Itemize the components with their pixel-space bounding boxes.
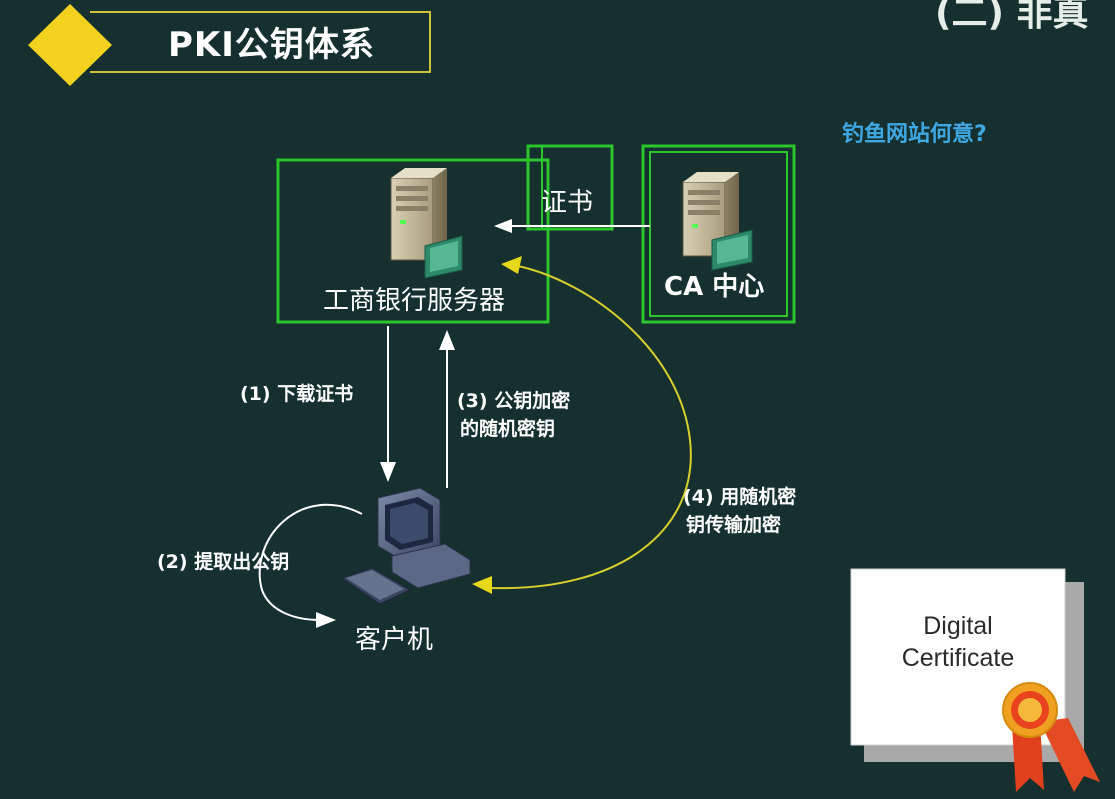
digital-certificate-line2: Certificate [901, 644, 1015, 672]
page-title: PKI公钥体系 [168, 25, 375, 65]
certificate-tag-frame [526, 144, 614, 231]
bank-server-label: 工商银行服务器 [323, 286, 506, 316]
title-banner [28, 4, 431, 86]
certificate-tag-label: 证书 [541, 188, 594, 218]
extract-public-key-loop-arrow [258, 503, 363, 628]
ca-server-icon [682, 172, 753, 271]
step-3-label-line2: 的随机密钥 [460, 418, 556, 440]
step-3-label-line1: (3) 公钥加密 [457, 390, 571, 412]
corner-heading-fragment: (二) 非真 [935, 0, 1089, 34]
digital-certificate-line1: Digital [923, 612, 993, 640]
step-2-label: (2) 提取出公钥 [157, 551, 290, 573]
ca-center-label: CA 中心 [664, 272, 765, 302]
client-label: 客户机 [355, 625, 434, 655]
bank-server-frame [276, 158, 550, 324]
encrypted-transfer-curve-arrow [472, 256, 692, 594]
step-1-label: (1) 下载证书 [240, 383, 354, 405]
digital-certificate-image [850, 568, 1100, 792]
certificate-ribbon-icon [1040, 718, 1100, 792]
phishing-question-note: 钓鱼网站何意? [842, 122, 987, 147]
download-certificate-arrow [380, 326, 396, 482]
step-4-label-line1: (4) 用随机密 [683, 486, 797, 508]
bank-server-icon [390, 168, 463, 279]
client-computer-icon [340, 487, 471, 605]
digital-certificate-text: Digital Certificate [858, 610, 1058, 674]
title-diamond-icon [28, 4, 112, 86]
certificate-issue-arrow [494, 219, 650, 233]
title-frame [90, 11, 431, 73]
step-4-label-line2: 钥传输加密 [686, 514, 782, 536]
encrypted-key-arrow [439, 330, 455, 488]
ca-center-frame [641, 144, 796, 324]
